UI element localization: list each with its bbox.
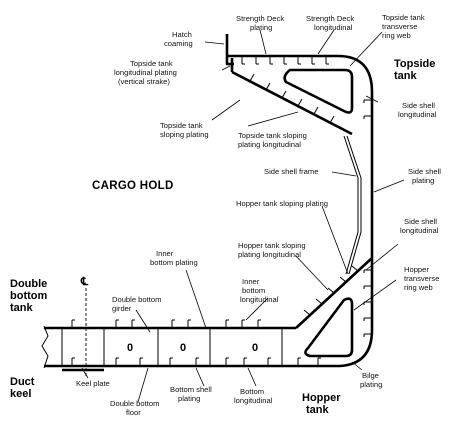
double-bottom-internals [61,288,283,378]
side-shell-frame [343,135,362,275]
label-double-bottom-tank: Double bottom tank [10,278,50,314]
label-topside-tank: Topside tank [394,58,438,82]
hopper-ring-web-cutout [304,297,354,358]
label-double-bottom-girder: Double bottom girder [112,295,164,313]
label-bilge-plating: Bilge plating [360,371,382,389]
bottom-longitudinals [71,357,321,366]
label-inner-bottom-plating: Inner bottom plating [150,249,198,267]
label-hopper-tank: Hopper tank [302,392,344,416]
broken-edge [41,325,49,369]
label-inner-bottom-longitudinal: Inner bottom longitudinal [240,277,279,304]
label-duct-keel: Duct keel [10,376,38,400]
topside-ring-web-cutout [283,68,354,114]
side-shell [337,54,374,368]
label-hatch-coaming: Hatch coaming [164,30,194,48]
inner-bottom-longitudinals [71,319,261,328]
label-side-shell-plating: Side shell plating [408,167,443,185]
label-topside-tank-sloping-plating: Topside tank sloping plating [160,121,209,139]
label-keel-plate: Keel plate [76,379,110,388]
label-hopper-tank-sloping-plating-longitudinal: Hopper tank sloping plating longitudinal [238,241,308,259]
topside-sloping-longitudinals [249,73,335,124]
centreline-symbol: ℄ [80,276,89,288]
label-double-bottom-floor: Double bottom floor [110,399,162,417]
topside-sloping-plate [231,70,353,136]
label-topside-tank-sloping-plating-longitudinal: Topside tank sloping plating longitudina… [238,131,309,149]
label-strength-deck-longitudinal: Strength Deck longitudinal [306,14,356,32]
hopper-sloping-longitudinals [303,265,359,316]
label-strength-deck-plating: Strength Deck plating [236,14,286,32]
lightening-hole: 0 [127,342,133,354]
lightening-hole: 0 [252,342,258,354]
label-side-shell-frame: Side shell frame [264,167,318,176]
label-cargo-hold: CARGO HOLD [92,180,174,192]
label-bottom-longitudinal: Bottom longitudinal [234,387,273,405]
label-bottom-shell-plating: Bottom shell plating [170,385,214,403]
lightening-holes: 0 0 0 [127,342,258,354]
lightening-hole: 0 [180,342,186,354]
deck-longitudinals [241,56,329,65]
labels: Strength Deck plating Strength Deck long… [10,13,443,417]
label-topside-tank-longitudinal-plating: Topside tank longitudinal plating (verti… [114,59,179,86]
label-topside-tank-transverse-ring-web: Topside tank transverse ring web [382,13,427,40]
label-hopper-tank-sloping-plating: Hopper tank sloping plating [236,199,328,208]
label-hopper-transverse-ring-web: Hopper transverse ring web [404,265,442,292]
label-side-shell-longitudinal-upper: Side shell longitudinal [398,101,437,119]
leader-lines [81,29,405,403]
label-side-shell-longitudinal-lower: Side shell longitudinal [400,217,439,235]
